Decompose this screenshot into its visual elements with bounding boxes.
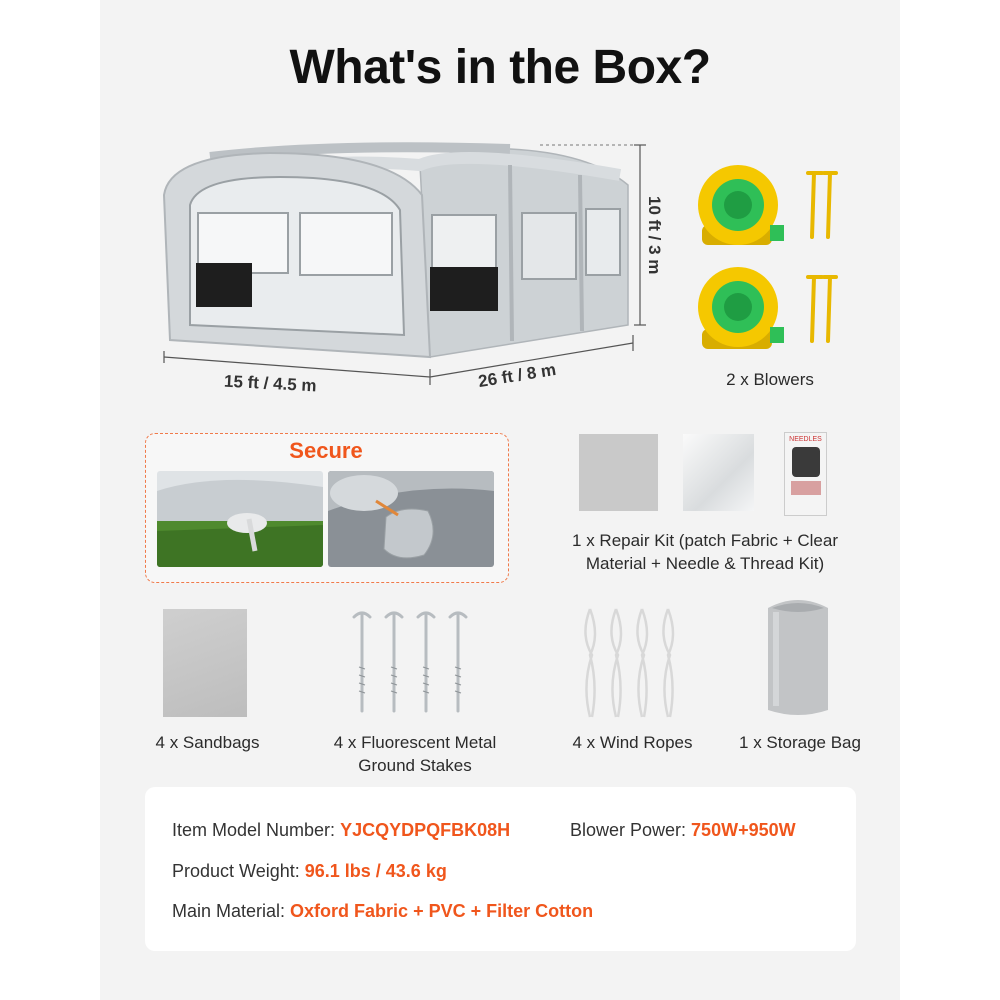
sandbag-on-floor-photo <box>328 471 494 567</box>
blower-icon <box>698 165 784 245</box>
wind-ropes-illustration <box>584 608 675 718</box>
product-weight-value: 96.1 lbs / 43.6 kg <box>304 861 447 881</box>
clear-material-image <box>683 434 754 511</box>
blowers-illustration <box>698 165 838 349</box>
blower-power-row: Blower Power: 750W+950W <box>570 820 796 841</box>
repair-kit-label-line2: Material + Needle & Thread Kit) <box>585 554 825 573</box>
blower-power-value: 750W+950W <box>691 820 796 840</box>
page-title: What's in the Box? <box>289 41 711 94</box>
secure-title: Secure <box>289 438 363 463</box>
model-number-value: YJCQYDPQFBK08H <box>340 820 511 840</box>
main-material-value: Oxford Fabric + PVC + Filter Cotton <box>290 901 594 921</box>
patch-fabric-image <box>579 434 658 511</box>
blower-icon <box>698 267 784 349</box>
blower-power-label: Blower Power: <box>570 820 692 840</box>
sandbags-label: 4 x Sandbags <box>155 733 260 752</box>
product-weight-row: Product Weight: 96.1 lbs / 43.6 kg <box>172 861 447 882</box>
stakes-label-line2: Ground Stakes <box>358 756 472 775</box>
needle-thread-kit-image: NEEDLES <box>784 432 827 516</box>
product-weight-label: Product Weight: <box>172 861 305 881</box>
main-material-label: Main Material: <box>172 901 291 921</box>
storage-bag-label: 1 x Storage Bag <box>739 733 861 752</box>
tent-illustration <box>162 142 646 385</box>
plastic-stakes-icon <box>806 171 838 343</box>
height-dimension-label: 10 ft / 3 m <box>645 196 664 275</box>
metal-stakes-illustration <box>352 611 468 713</box>
specs-panel <box>145 787 856 951</box>
stake-on-grass-photo <box>157 471 323 567</box>
stakes-label-line1: 4 x Fluorescent Metal <box>333 733 497 752</box>
storage-bag-illustration <box>768 600 828 715</box>
main-material-row: Main Material: Oxford Fabric + PVC + Fil… <box>172 901 593 922</box>
model-number-row: Item Model Number: YJCQYDPQFBK08H <box>172 820 510 841</box>
wind-ropes-label: 4 x Wind Ropes <box>572 733 693 752</box>
model-number-label: Item Model Number: <box>172 820 341 840</box>
sandbag-image <box>163 609 247 717</box>
repair-kit-label-line1: 1 x Repair Kit (patch Fabric + Clear <box>572 531 838 550</box>
blowers-label: 2 x Blowers <box>726 370 814 389</box>
needles-packet-label: NEEDLES <box>789 436 822 443</box>
